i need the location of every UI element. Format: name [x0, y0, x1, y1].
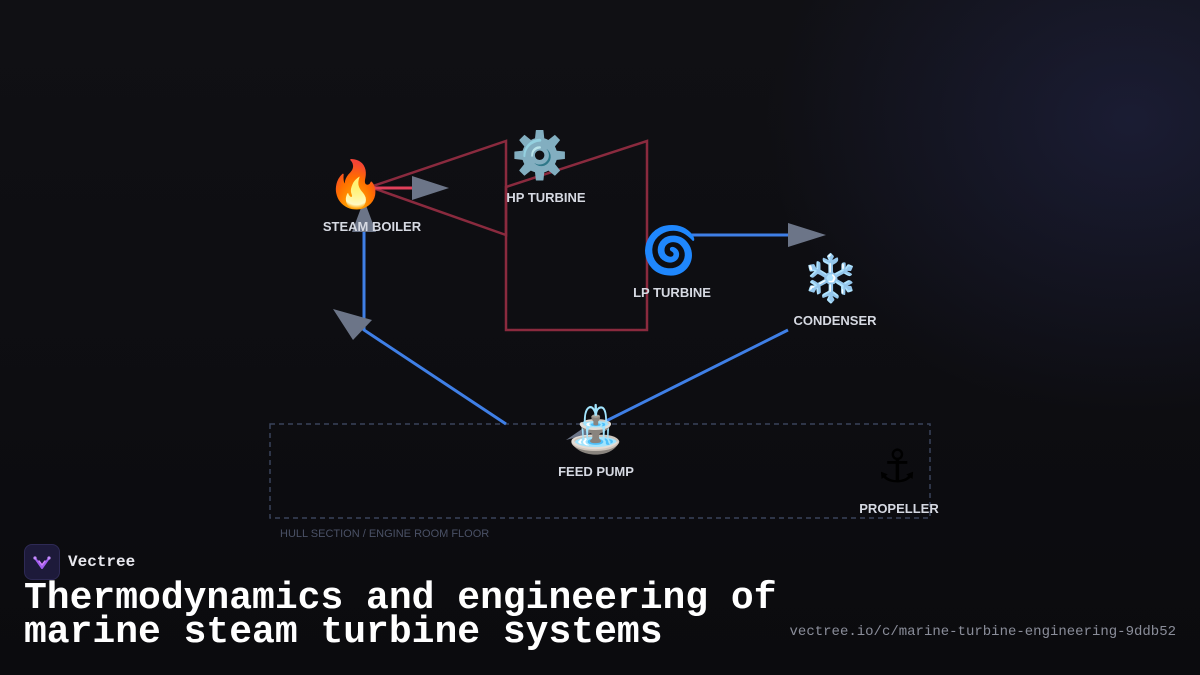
gear-icon: ⚙️	[511, 128, 568, 182]
node-label: FEED PUMP	[558, 464, 634, 479]
water-edge-pump-boiler	[333, 200, 507, 426]
hull-section-zone	[269, 423, 931, 519]
anchor-icon: ⚓	[876, 439, 917, 493]
cyclone-icon: 🌀	[641, 222, 698, 277]
node-lp-turbine: 🌀 LP TURBINE	[633, 222, 711, 300]
node-label: STEAM BOILER	[323, 219, 422, 234]
page-title: Thermodynamics and engineering of marine…	[24, 580, 784, 652]
node-label: HP TURBINE	[506, 190, 586, 205]
course-url: vectree.io/c/marine-turbine-engineering-…	[789, 624, 1176, 640]
node-label: CONDENSER	[793, 313, 877, 328]
steam-cycle-diagram: HULL SECTION / ENGINE ROOM FLOOR	[269, 128, 939, 540]
hull-section-label: HULL SECTION / ENGINE ROOM FLOOR	[280, 528, 489, 540]
node-feed-pump: ⛲ FEED PUMP	[558, 402, 634, 479]
title-line-1: Thermodynamics and engineering of	[24, 577, 777, 620]
steam-edge-boiler-hp	[372, 176, 449, 200]
node-label: LP TURBINE	[633, 285, 711, 300]
water-edge-condenser-pump	[566, 328, 789, 440]
vectree-logo-icon	[24, 544, 60, 580]
node-propeller: ⚓ PROPELLER	[859, 439, 939, 516]
snowflake-icon: ❄️	[802, 251, 859, 305]
steam-edge-lp-condenser	[690, 223, 826, 247]
fountain-icon: ⛲	[567, 402, 624, 457]
node-hp-turbine: ⚙️ HP TURBINE	[506, 128, 586, 205]
brand-name: Vectree	[68, 553, 136, 571]
node-steam-boiler: 🔥 STEAM BOILER	[323, 157, 422, 234]
turbine-casing	[366, 139, 649, 332]
node-condenser: ❄️ CONDENSER	[793, 251, 877, 328]
node-label: PROPELLER	[859, 501, 939, 516]
brand: Vectree	[24, 544, 135, 580]
title-line-2: marine steam turbine systems	[24, 611, 663, 654]
fire-icon: 🔥	[327, 157, 384, 211]
